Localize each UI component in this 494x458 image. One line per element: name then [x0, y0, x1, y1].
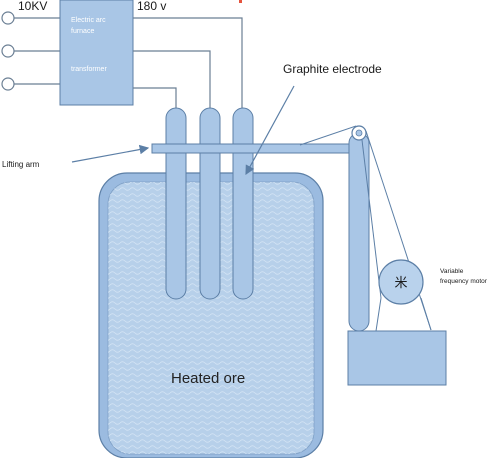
accent-mark [239, 0, 242, 3]
terminal-3 [1, 77, 15, 91]
graphite-electrode-label: Graphite electrode [283, 62, 382, 76]
electrode-3 [232, 107, 254, 300]
graphite-electrode-arrow [245, 85, 295, 176]
heated-ore-label: Heated ore [171, 370, 245, 387]
motor-symbol-icon: 米 [394, 275, 407, 290]
voltage-in-label: 10KV [18, 0, 47, 13]
cables [299, 125, 432, 332]
electrode-1 [165, 107, 187, 300]
furnace-vessel: Heated ore [98, 172, 324, 458]
lifting-arm-arrow [71, 144, 150, 163]
input-terminals [1, 11, 60, 91]
electrode-2 [199, 107, 221, 300]
wire-out-3 [133, 17, 243, 108]
terminal-1 [1, 11, 15, 25]
voltage-out-label: 180 v [137, 0, 166, 13]
wire-out-1 [133, 87, 177, 108]
motor-label-1: Variable [440, 268, 464, 275]
terminal-2 [1, 44, 15, 58]
variable-frequency-motor: 米 [378, 259, 424, 305]
lifting-arm [151, 143, 363, 154]
lifting-arm-label: Lifting arm [2, 160, 40, 169]
box-label-2: furnace [71, 28, 94, 35]
box-label-1: Electric arc [71, 17, 106, 24]
motor-label-2: frequency motor [440, 278, 488, 285]
output-wires [133, 17, 243, 108]
wire-out-2 [133, 50, 211, 108]
lift-mast [348, 125, 370, 332]
box-label-3: transformer [71, 66, 107, 73]
motor-base [347, 330, 447, 386]
transformer-box: Electric arc furnace transformer [59, 0, 134, 106]
graphite-electrodes [165, 107, 254, 300]
